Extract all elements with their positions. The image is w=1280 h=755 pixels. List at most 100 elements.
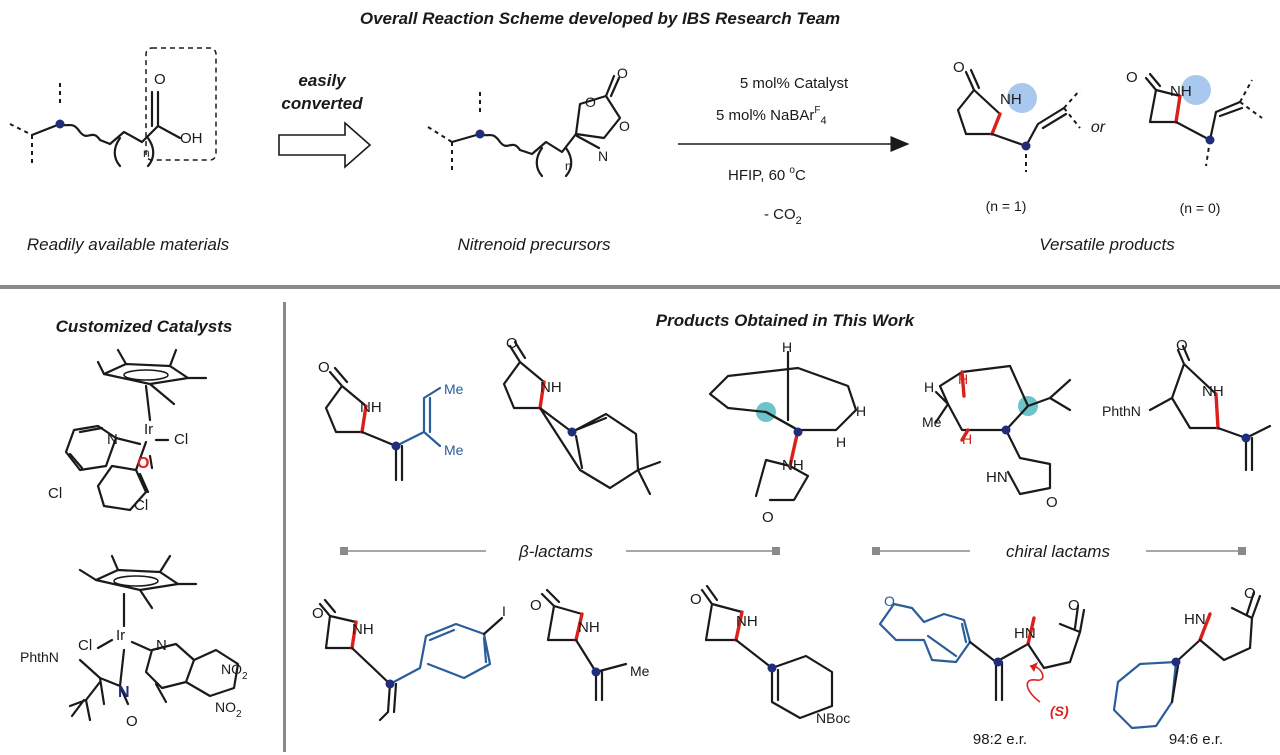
methyl-label: Me <box>922 414 942 430</box>
atom-phthn: PhthN <box>20 649 59 665</box>
er-value-2: 94:6 e.r. <box>1169 731 1223 748</box>
atom-label-o: O <box>690 591 702 608</box>
reactive-center-dot <box>793 427 803 437</box>
atom-label-n: n <box>143 146 150 160</box>
atom-n-amide: N <box>118 684 130 701</box>
product-2-structure: O NH <box>502 335 662 496</box>
reactive-center-dot <box>55 119 65 129</box>
product-1-structure: O NH Me Me <box>318 359 464 482</box>
reactive-center-dot <box>391 441 401 451</box>
furan-oxygen-label: O <box>884 593 895 609</box>
atom-label-o: O <box>617 65 628 81</box>
product-3-structure: H H H NH O <box>708 339 866 526</box>
atom-label-o: O <box>1068 597 1080 614</box>
phthn-label: PhthN <box>1102 403 1141 419</box>
atom-label-o: O <box>619 118 630 134</box>
atom-label-h: H <box>924 379 934 395</box>
nitro-group-label: NO2 <box>221 661 248 682</box>
atom-label-o: O <box>1126 69 1138 86</box>
stereo-label-s: (S) <box>1050 703 1069 719</box>
atom-label-o: O <box>318 359 330 376</box>
atom-label-hn: HN <box>1014 625 1036 642</box>
atom-label-nh: NH <box>1000 91 1022 108</box>
chiral-lactam-2-structure: HN O <box>1112 585 1262 730</box>
atom-label-h-red: H <box>962 431 972 447</box>
atom-label-nh: NH <box>360 399 382 416</box>
methyl-label: Me <box>444 442 464 458</box>
reactive-center-dot <box>767 663 777 673</box>
atom-ir: Ir <box>144 421 153 438</box>
atom-cl: Cl <box>174 431 188 448</box>
nh-highlight <box>1181 75 1211 105</box>
catalysts-title: Customized Catalysts <box>56 317 233 336</box>
divider-chiral-lactams: chiral lactams <box>1006 542 1110 561</box>
beta-lactam-1-structure: O NH I <box>312 598 506 722</box>
reactive-center-dot <box>591 667 601 677</box>
atom-label-o: O <box>1176 337 1188 354</box>
atom-n: N <box>107 431 118 448</box>
atom-label-h: H <box>856 403 866 419</box>
atom-label-o: O <box>762 509 774 526</box>
product-5-structure: O NH PhthN <box>1102 337 1272 472</box>
atom-o-red: O <box>137 455 149 472</box>
catalyst-1-structure: Ir Cl N O Cl Cl <box>48 348 208 514</box>
atom-label-nh: NH <box>1170 83 1192 100</box>
beta-lactam-product-structure: O NH <box>1126 69 1263 167</box>
reactive-center-dot <box>1205 135 1215 145</box>
vertical-separator <box>283 302 286 752</box>
caption-readily-available: Readily available materials <box>27 235 230 254</box>
chiral-lactams-divider: chiral lactams <box>872 542 1246 561</box>
products-title: Products Obtained in This Work <box>656 311 916 330</box>
reactive-center-dot <box>1001 425 1011 435</box>
or-label: or <box>1091 119 1106 136</box>
atom-label-nh: NH <box>1202 383 1224 400</box>
er-value-1: 98:2 e.r. <box>973 731 1027 748</box>
condition-catalyst: 5 mol% Catalyst <box>740 75 849 92</box>
methyl-label: Me <box>444 381 464 397</box>
chiral-lactam-1-structure: O HN O (S) <box>878 593 1086 719</box>
condition-co2-loss: - CO2 <box>764 206 802 227</box>
atom-label-o: O <box>506 335 518 352</box>
atom-o: O <box>126 713 138 730</box>
product-4-structure: H H Me H HN O <box>922 364 1072 511</box>
condition-nabarf4: 5 mol% NaBArF4 <box>716 105 827 127</box>
atom-label-o: O <box>530 597 542 614</box>
acid-group-box <box>145 47 217 161</box>
figure-title: Overall Reaction Scheme developed by IBS… <box>360 9 840 28</box>
atom-label-n: N <box>598 148 608 164</box>
reactive-center-dot <box>1171 657 1181 667</box>
atom-label-nh: NH <box>540 379 562 396</box>
atom-label-o: O <box>1244 585 1256 602</box>
label-n-equals-0: (n = 0) <box>1180 200 1221 216</box>
beta-lactam-3-structure: O NH NBoc <box>690 584 850 726</box>
arrow-label-converted: converted <box>281 94 363 113</box>
caption-nitrenoid-precursors: Nitrenoid precursors <box>457 235 611 254</box>
atom-label-o: O <box>953 59 965 76</box>
caption-versatile-products: Versatile products <box>1039 235 1175 254</box>
reactive-center-dot <box>1021 141 1031 151</box>
label-n-equals-1: (n = 1) <box>986 198 1027 214</box>
atom-n: N <box>156 637 167 654</box>
beta-lactams-divider: β-lactams <box>340 542 780 561</box>
condition-solvent-temperature: HFIP, 60 oC <box>728 165 806 184</box>
reactive-center-dot <box>993 657 1003 667</box>
atom-cl: Cl <box>134 497 148 514</box>
atom-label-oh: OH <box>180 130 203 147</box>
atom-cl: Cl <box>78 637 92 654</box>
atom-label-nh: NH <box>736 613 758 630</box>
reactive-center-dot <box>385 679 395 689</box>
atom-label-h: H <box>836 434 846 450</box>
atom-cl: Cl <box>48 485 62 502</box>
atom-label-nh: NH <box>352 621 374 638</box>
beta-lactam-2-structure: O NH Me <box>530 588 650 702</box>
atom-label-n: n <box>565 159 572 173</box>
atom-label-o: O <box>1046 494 1058 511</box>
nh-highlight <box>1007 83 1037 113</box>
atom-label-hn: HN <box>1184 611 1206 628</box>
starting-material-structure: O OH n <box>9 47 217 168</box>
iodo-label: I <box>502 603 506 619</box>
nitro-group-label: NO2 <box>215 699 242 720</box>
atom-label-o: O <box>585 94 596 110</box>
atom-label-o: O <box>154 71 166 88</box>
